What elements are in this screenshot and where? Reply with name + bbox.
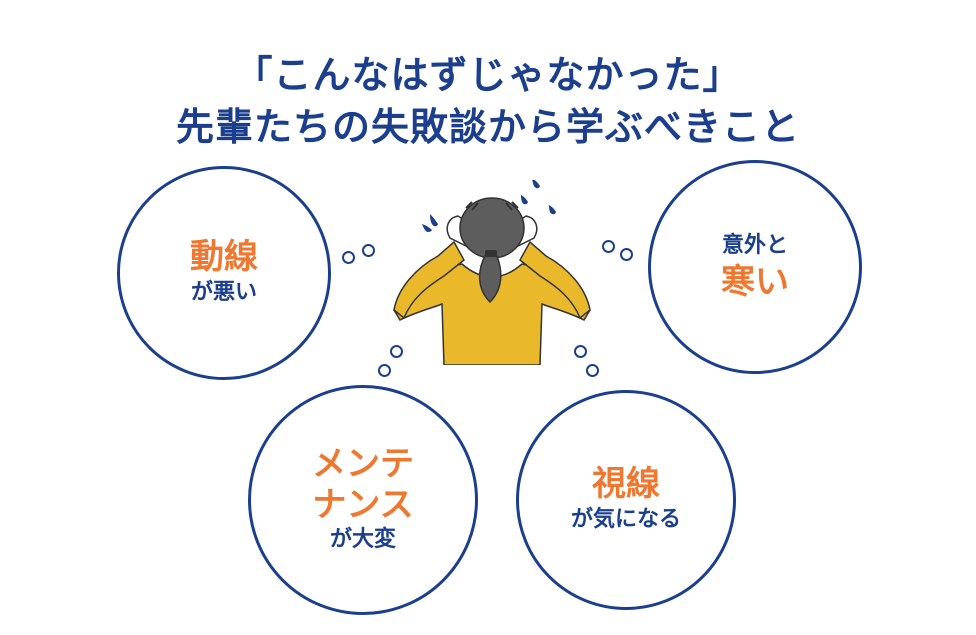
bubble-text: 意外と	[721, 233, 788, 259]
bubble-text: が悪い	[190, 280, 257, 305]
thought-dot	[574, 345, 587, 358]
head-hair	[459, 197, 525, 259]
bubble-accent: 寒い	[721, 262, 789, 302]
thought-bubble-gaze: 視線 が気になる	[516, 390, 736, 610]
bubble-accent: 動線	[190, 237, 258, 278]
thought-dot	[620, 248, 633, 261]
thought-bubble-maintenance: メンテ ナンス が大変	[248, 385, 478, 615]
thought-dot	[390, 345, 403, 358]
thought-dot	[378, 364, 391, 377]
bubble-accent-1: メンテ	[312, 443, 414, 484]
thought-bubble-flow: 動線 が悪い	[117, 166, 331, 380]
right-arm	[519, 240, 591, 320]
headline-line-1: 「こんなはずじゃなかった」	[234, 53, 742, 97]
thought-dot	[342, 251, 355, 264]
left-arm	[393, 240, 465, 320]
thought-bubble-cold: 意外と 寒い	[648, 160, 862, 374]
thought-dot	[362, 244, 375, 257]
bubble-text: が気になる	[570, 507, 681, 532]
bubble-accent-2: ナンス	[312, 484, 414, 525]
headline-line-2: 先輩たちの失敗談から学ぶべきこと	[175, 105, 800, 149]
thought-dot	[586, 364, 599, 377]
ponytail	[478, 253, 502, 304]
bubble-accent: 視線	[592, 464, 660, 505]
bubble-text: が大変	[329, 527, 396, 553]
sweat-drops-icon	[422, 180, 556, 232]
thought-dot	[602, 240, 615, 253]
worried-person-illustration	[393, 180, 591, 365]
